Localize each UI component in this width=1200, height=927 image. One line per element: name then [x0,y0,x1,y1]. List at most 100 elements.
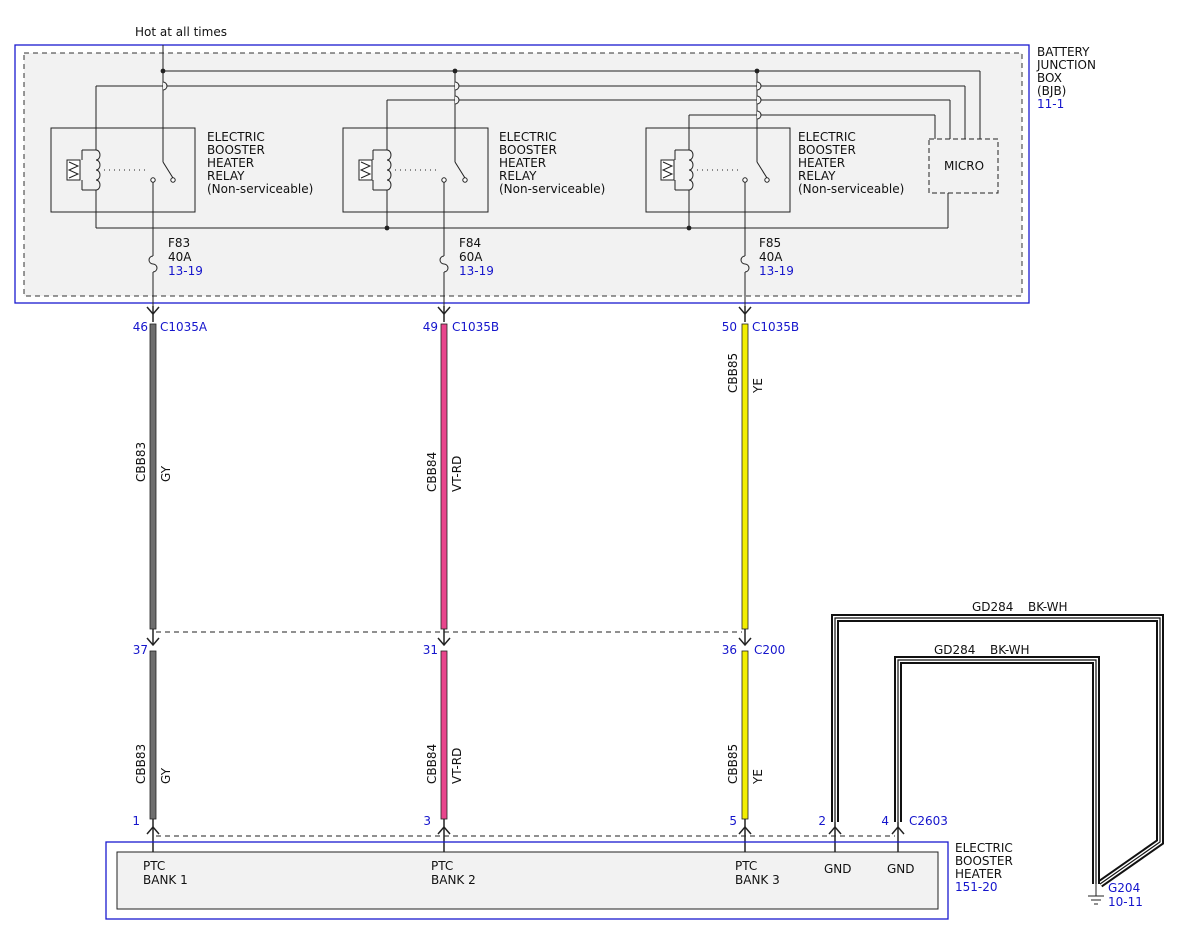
wire-cbb85-lower [741,650,749,820]
heater-label: ELECTRIC BOOSTER HEATER 151-20 [955,841,1013,894]
heater-ref: 151-20 [955,880,998,894]
fuse-f83-ref: 13-19 [168,264,203,278]
bjb-name-line-3: BOX [1037,71,1062,85]
relay-2-label-line-3: HEATER [499,156,546,170]
relay-3-label-line-5: (Non-serviceable) [798,182,904,196]
pin-4: 4 [881,814,889,828]
ground-wire-2-circuit: GD284 [934,643,975,657]
pin-49: 49 [423,320,438,334]
wire-cbb83-circuit-lower: CBB83 [134,744,148,784]
wire-cbb85-color-upper: YE [751,378,765,394]
heater-name-line-3: HEATER [955,867,1002,881]
fuse-f85-rating: 40A [759,250,783,264]
ground-wire-gd284-outer [831,614,1164,888]
ptc-bank-2-line-1: PTC [431,859,453,873]
relay-2-switch [454,161,466,179]
heater-component [116,851,939,910]
fuse-f84-ref: 13-19 [459,264,494,278]
wire-cbb83-color-lower: GY [159,767,173,784]
pin-3: 3 [423,814,431,828]
bjb-connector-arrows [146,306,752,322]
wire-cbb85-circuit-upper: CBB85 [726,353,740,393]
c200-arrows [146,629,752,647]
relay-2-label: ELECTRIC BOOSTER HEATER RELAY (Non-servi… [499,130,605,196]
connector-c2603: C2603 [909,814,948,828]
ground-wire-1-color: BK-WH [1028,600,1068,614]
bjb-name-line-4: (BJB) [1037,84,1066,98]
bjb-name-line-2: JUNCTION [1036,58,1096,72]
wire-cbb85-color-lower: YE [751,769,765,785]
wire-cbb83-upper-body [149,323,157,630]
ptc-bank-1-line-1: PTC [143,859,165,873]
pin-50: 50 [722,320,737,334]
relay-3-label-line-4: RELAY [798,169,836,183]
ground-symbol-icon [1088,884,1104,905]
relay-2-coil [386,149,392,191]
ptc-bank-3-line-2: BANK 3 [735,873,780,887]
wire-crossover-marks [162,81,762,120]
wire-cbb83-lower [149,650,157,820]
pin-5: 5 [729,814,737,828]
relay-3-label: ELECTRIC BOOSTER HEATER RELAY (Non-servi… [798,130,904,196]
wire-cbb84-lower [440,650,448,820]
relay-3 [645,127,791,213]
bjb-label: BATTERY JUNCTION BOX (BJB) 11-1 [1036,45,1096,111]
ground-wire-2-color: BK-WH [990,643,1030,657]
heater-name-line-1: ELECTRIC [955,841,1013,855]
pin-36: 36 [722,643,737,657]
relay-1-label: ELECTRIC BOOSTER HEATER RELAY (Non-servi… [207,130,313,196]
relay-3-label-line-1: ELECTRIC [798,130,856,144]
wire-cbb84-color-upper: VT-RD [450,456,464,492]
ground-point-name: G204 [1108,881,1140,895]
wire-cbb83-upper [149,323,157,630]
relay-2-label-line-2: BOOSTER [499,143,557,157]
hot-at-all-times-label: Hot at all times [135,25,227,39]
fuse-f85-label: F85 40A 13-19 [759,236,794,278]
fuse-f84 [439,212,449,306]
bjb-frame [14,44,1030,304]
wire-cbb84-circuit-upper: CBB84 [425,452,439,492]
wire-cbb85-upper-body [741,323,749,630]
fuse-f83-name: F83 [168,236,190,250]
heater-name-line-2: BOOSTER [955,854,1013,868]
wire-cbb84-color-lower: VT-RD [450,748,464,784]
wire-cbb83-color-upper: GY [159,465,173,482]
relay-3-label-line-2: BOOSTER [798,143,856,157]
micro-label: MICRO [944,159,984,173]
fuse-f83-rating: 40A [168,250,192,264]
micro-module [928,138,999,194]
relay-1-label-line-2: BOOSTER [207,143,265,157]
bjb-ref: 11-1 [1037,97,1064,111]
gnd-label-1: GND [824,862,852,876]
ground-wire-1-circuit: GD284 [972,600,1013,614]
fuse-f84-rating: 60A [459,250,483,264]
connector-c200: C200 [754,643,785,657]
pin-46: 46 [133,320,148,334]
relay-1-label-line-3: HEATER [207,156,254,170]
relay-3-label-line-3: HEATER [798,156,845,170]
connector-c1035b-2: C1035B [752,320,799,334]
ptc-bank-3-line-1: PTC [735,859,757,873]
wire-cbb85-upper [741,323,749,630]
wire-cbb84-circuit-lower: CBB84 [425,744,439,784]
fuse-f85-ref: 13-19 [759,264,794,278]
relay-1-label-line-1: ELECTRIC [207,130,265,144]
fuse-f84-name: F84 [459,236,481,250]
ptc-bank-1-line-2: BANK 1 [143,873,188,887]
relay-1-label-line-5: (Non-serviceable) [207,182,313,196]
ground-point-ref: 10-11 [1108,895,1143,909]
relay-3-coil [688,149,694,191]
wire-cbb85-circuit-lower: CBB85 [726,744,740,784]
fuse-f85 [740,212,750,306]
gnd-label-2: GND [887,862,915,876]
fuse-f83 [148,212,158,306]
ptc-bank-2-line-2: BANK 2 [431,873,476,887]
pin-1: 1 [132,814,140,828]
fuse-f85-name: F85 [759,236,781,250]
wire-cbb84-upper-body [440,323,448,630]
ground-wire-gd284-inner [894,656,1100,884]
fuse-f83-label: F83 40A 13-19 [168,236,203,278]
pin-2: 2 [818,814,826,828]
